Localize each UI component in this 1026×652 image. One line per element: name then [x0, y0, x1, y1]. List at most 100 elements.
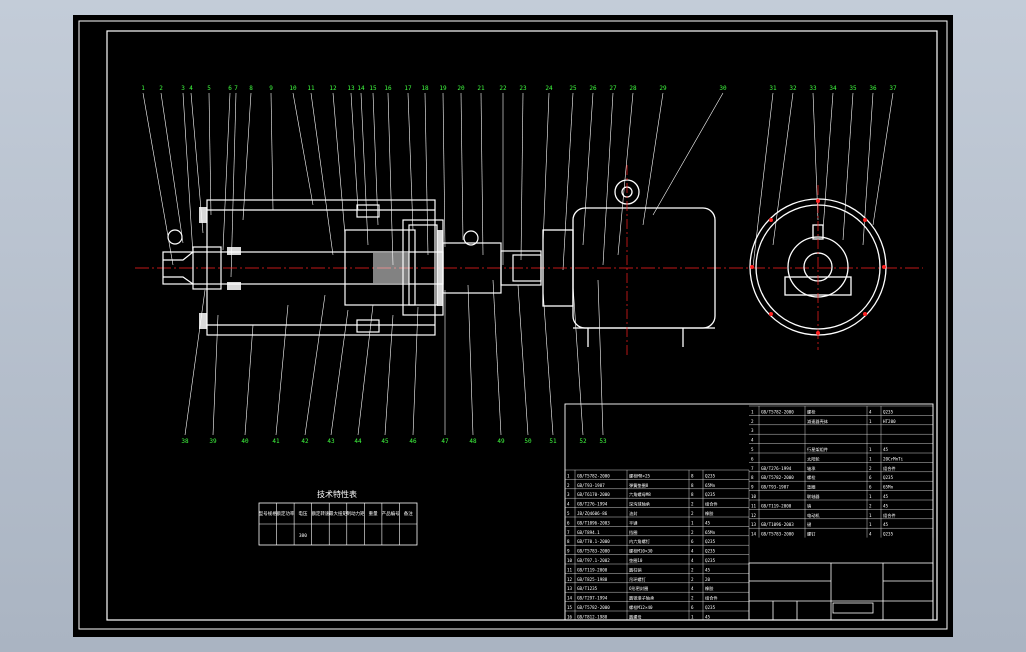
parts-cell: 螺栓M10×30: [629, 548, 653, 555]
callout-number: 41: [272, 438, 280, 445]
callout-number: 5: [207, 85, 211, 92]
parts-cell: 深沟球轴承: [629, 501, 651, 508]
parts-cell: 2: [567, 483, 570, 488]
leader-line: [872, 92, 894, 226]
callout-number: 29: [659, 85, 667, 92]
parts-cell: 20: [705, 577, 711, 582]
callout-number: 18: [421, 85, 429, 92]
parts-cell: 4: [691, 586, 694, 591]
leader-line: [412, 306, 419, 436]
leader-line: [372, 92, 379, 226]
parts-cell: 2: [691, 502, 694, 507]
callout-number: 26: [589, 85, 597, 92]
parts-cell: 16: [567, 614, 573, 619]
callout-number: 11: [307, 85, 315, 92]
callout-number: 25: [569, 85, 577, 92]
spec-header-cell: 制动力矩: [347, 510, 365, 517]
parts-cell: 6: [869, 475, 872, 480]
parts-cell: 8: [751, 475, 754, 480]
callout-number: 33: [809, 85, 817, 92]
parts-cell: 1: [869, 456, 872, 461]
inner-frame: [106, 30, 938, 621]
leader-line: [582, 92, 594, 246]
parts-cell: 行星架组件: [807, 446, 828, 453]
parts-cell: GB/T93-1987: [577, 483, 605, 488]
leader-line: [160, 92, 184, 244]
parts-cell: 65Mn: [883, 485, 894, 490]
parts-cell: 4: [691, 549, 694, 554]
parts-cell: 8: [691, 492, 694, 497]
callout-number: 13: [347, 85, 355, 92]
leader-line: [350, 92, 359, 211]
leader-line: [617, 92, 634, 256]
callout-number: 20: [457, 85, 465, 92]
parts-cell: 4: [691, 558, 694, 563]
parts-cell: GB/T93-1987: [761, 485, 789, 490]
parts-cell: O形密封圈: [629, 585, 648, 592]
leader-line: [520, 92, 524, 261]
parts-cell: 挡圈: [629, 529, 637, 536]
parts-cell: 圆锥滚子轴承: [629, 595, 655, 602]
spec-header-cell: 产品编号: [382, 510, 400, 517]
spec-header-cell: 备注: [404, 510, 413, 517]
parts-cell: 螺栓: [807, 408, 816, 415]
parts-cell: GB/T297-1994: [577, 596, 608, 601]
parts-cell: 6: [869, 485, 872, 490]
leader-line: [384, 314, 394, 436]
parts-cell: GB/T6170-2000: [577, 492, 610, 497]
parts-cell: 3: [751, 428, 754, 433]
parts-cell: 2: [869, 466, 872, 471]
callout-number: 47: [441, 438, 449, 445]
parts-cell: 8: [691, 473, 694, 478]
parts-cell: 1: [567, 473, 570, 478]
leader-line: [424, 92, 429, 256]
parts-cell: 电动机: [807, 512, 820, 519]
parts-cell: 13: [751, 522, 757, 527]
parts-cell: 内六角螺钉: [629, 538, 651, 545]
parts-cell: 2: [691, 530, 694, 535]
parts-cell: GB/T812-1988: [577, 614, 608, 619]
motor-body: [542, 179, 716, 347]
parts-cell: 6: [567, 520, 570, 525]
parts-cell: 6: [691, 605, 694, 610]
leader-line: [542, 289, 554, 436]
parts-cell: 橡胶: [705, 510, 713, 517]
parts-cell: 3: [567, 492, 570, 497]
parts-cell: 65Mn: [705, 483, 716, 488]
callout-number: 37: [889, 85, 897, 92]
parts-cell: Q235: [705, 558, 716, 563]
callout-number: 35: [849, 85, 857, 92]
parts-cell: 1: [869, 419, 872, 424]
parts-cell: Q235: [705, 549, 716, 554]
parts-cell: GB/T119-2000: [761, 503, 792, 508]
leader-line: [212, 314, 219, 436]
parts-cell: Q235: [705, 605, 716, 610]
parts-cell: 11: [567, 567, 573, 572]
leader-line: [597, 279, 604, 436]
parts-cell: 9: [751, 485, 754, 490]
parts-cell: 联轴器: [807, 493, 820, 500]
spec-header-cell: 最大扭矩: [329, 510, 347, 517]
callout-number: 10: [289, 85, 297, 92]
callout-number: 8: [249, 85, 253, 92]
parts-cell: 1: [691, 614, 694, 619]
callout-number: 49: [497, 438, 505, 445]
leader-line: [822, 92, 834, 231]
parts-cell: GB/T5783-2000: [761, 532, 794, 537]
callout-number: 44: [354, 438, 362, 445]
leader-line: [752, 92, 774, 268]
callout-number: 43: [327, 438, 335, 445]
parts-cell: 11: [751, 503, 757, 508]
callout-number: 24: [545, 85, 553, 92]
parts-cell: 5: [751, 447, 754, 452]
parts-cell: HT200: [883, 419, 896, 424]
parts-cell: 14: [751, 532, 757, 537]
leader-line: [304, 294, 326, 436]
callout-number: 51: [549, 438, 557, 445]
parts-cell: 10: [751, 494, 757, 499]
parts-cell: JB/ZQ4606-86: [577, 511, 608, 516]
parts-cell: Q235: [883, 475, 894, 480]
callout-number: 6: [228, 85, 232, 92]
parts-cell: 4: [869, 409, 872, 414]
parts-cell: 螺钉: [807, 531, 816, 538]
